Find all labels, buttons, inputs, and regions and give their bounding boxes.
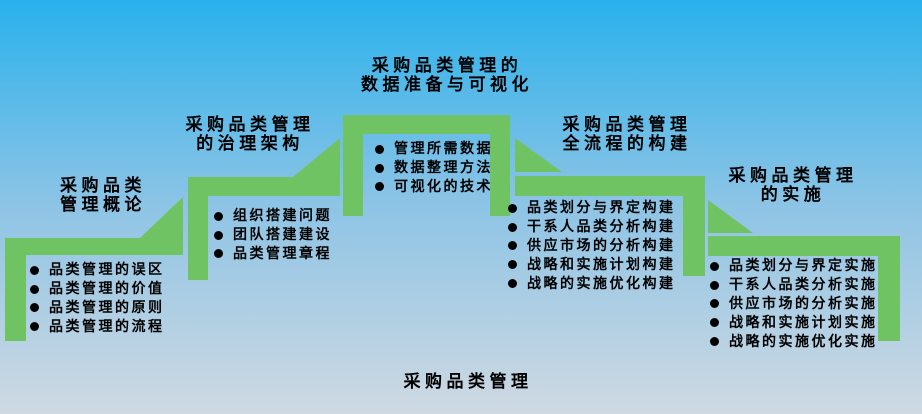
bullet-dot-icon (710, 261, 719, 271)
bullet-label: 供应市场的分析实施 (729, 295, 878, 312)
stage-3-title-line-1: 采购品类管理的 (371, 56, 523, 76)
bullet-dot-icon (508, 260, 517, 270)
bullet-label: 干系人品类分析构建 (527, 219, 676, 236)
stage-3-title-line-2: 数据准备与可视化 (361, 75, 533, 95)
list-item: 干系人品类分析实施 (710, 276, 878, 295)
bullet-label: 可视化的技术 (394, 178, 493, 195)
stage-2-title: 采购品类管理 的治理架构 (150, 116, 350, 154)
step-5-bar (708, 236, 900, 256)
list-item: 战略和实施计划构建 (508, 255, 676, 274)
bullet-label: 品类管理的原则 (49, 299, 165, 316)
stage-3-bullet-list: 管理所需数据 数据整理方法 可视化的技术 (375, 140, 493, 196)
bullet-label: 供应市场的分析构建 (527, 237, 676, 254)
list-item: 战略和实施计划实施 (710, 313, 878, 332)
stage-2-bullet-list: 组织搭建问题 团队搭建建设 品类管理章程 (214, 207, 332, 263)
bullet-dot-icon (30, 322, 39, 332)
stage-5-title: 采购品类管理 的实施 (693, 167, 893, 205)
list-item: 战略的实施优化实施 (710, 332, 878, 351)
bullet-dot-icon (30, 284, 39, 294)
bullet-label: 干系人品类分析实施 (729, 277, 878, 294)
list-item: 战略的实施优化构建 (508, 274, 676, 293)
stage-4-title-line-2: 全流程的构建 (562, 134, 692, 154)
stage-1-title: 采购品类 管理概论 (3, 177, 203, 215)
bullet-dot-icon (214, 211, 223, 221)
stage-4-bullet-list: 品类划分与界定构建 干系人品类分析构建 供应市场的分析构建 战略和实施计划构建 … (508, 199, 676, 293)
bullet-label: 战略和实施计划构建 (527, 256, 676, 273)
list-item: 品类管理的误区 (30, 261, 165, 280)
list-item: 供应市场的分析构建 (508, 237, 676, 256)
step-3-bar (343, 115, 510, 134)
stage-2-title-line-2: 的治理架构 (196, 134, 304, 154)
list-item: 团队搭建建设 (214, 226, 332, 245)
list-item: 品类划分与界定构建 (508, 199, 676, 218)
stage-1-title-line-2: 管理概论 (60, 195, 146, 215)
bullet-dot-icon (508, 222, 517, 232)
list-item: 品类管理的原则 (30, 299, 165, 318)
bullet-dot-icon (375, 144, 384, 154)
bullet-dot-icon (30, 303, 39, 313)
step-1-leg (5, 255, 26, 341)
list-item: 组织搭建问题 (214, 207, 332, 226)
bullet-label: 品类管理章程 (233, 245, 332, 262)
stage-4-title: 采购品类管理 全流程的构建 (527, 116, 727, 154)
stage-5-title-line-1: 采购品类管理 (728, 166, 858, 186)
bullet-dot-icon (214, 230, 223, 240)
bullet-label: 组织搭建问题 (233, 208, 332, 225)
bullet-label: 战略和实施计划实施 (729, 314, 878, 331)
stage-1-title-line-1: 采购品类 (60, 176, 146, 196)
bullet-label: 战略的实施优化构建 (527, 275, 676, 292)
stage-3-title: 采购品类管理的 数据准备与可视化 (347, 57, 547, 95)
stage-4-title-line-1: 采购品类管理 (562, 115, 692, 135)
list-item: 品类管理的价值 (30, 280, 165, 299)
list-item: 数据整理方法 (375, 159, 493, 178)
list-item: 供应市场的分析实施 (710, 295, 878, 314)
bullet-label: 品类管理的误区 (49, 262, 165, 279)
bullet-dot-icon (214, 249, 223, 259)
bullet-dot-icon (710, 337, 719, 347)
bullet-dot-icon (508, 241, 517, 251)
stage-5-title-line-2: 的实施 (760, 185, 826, 205)
step-3-left-leg (343, 134, 363, 216)
step-4-bar (515, 176, 705, 196)
bullet-dot-icon (375, 163, 384, 173)
bullet-label: 团队搭建建设 (233, 227, 332, 244)
stage-2-title-line-1: 采购品类管理 (185, 115, 315, 135)
bullet-dot-icon (508, 279, 517, 289)
bullet-label: 品类管理的流程 (49, 318, 165, 335)
list-item: 品类管理章程 (214, 245, 332, 264)
bullet-label: 品类管理的价值 (49, 281, 165, 298)
bullet-label: 数据整理方法 (394, 160, 493, 177)
step-5-leg (878, 256, 900, 341)
bullet-label: 品类划分与界定实施 (729, 258, 878, 275)
step-1-bar (5, 238, 183, 255)
bullet-dot-icon (710, 318, 719, 328)
list-item: 干系人品类分析构建 (508, 218, 676, 237)
bullet-dot-icon (710, 299, 719, 309)
bullet-label: 品类划分与界定构建 (527, 200, 676, 217)
step-2-leg (188, 196, 208, 280)
step-2-bar (188, 177, 340, 196)
list-item: 管理所需数据 (375, 140, 493, 159)
list-item: 品类管理的流程 (30, 317, 165, 336)
bullet-dot-icon (375, 182, 384, 192)
diagram-title: 采购品类管理 (403, 372, 533, 392)
bullet-dot-icon (508, 203, 517, 213)
stage-5-bullet-list: 品类划分与界定实施 干系人品类分析实施 供应市场的分析实施 战略和实施计划实施 … (710, 257, 878, 351)
stage-1-bullet-list: 品类管理的误区 品类管理的价值 品类管理的原则 品类管理的流程 (30, 261, 165, 336)
step-4-leg (683, 196, 705, 276)
bullet-dot-icon (710, 280, 719, 290)
bullet-label: 战略的实施优化实施 (729, 333, 878, 350)
list-item: 可视化的技术 (375, 178, 493, 197)
bullet-dot-icon (30, 265, 39, 275)
list-item: 品类划分与界定实施 (710, 257, 878, 276)
bullet-label: 管理所需数据 (394, 141, 493, 158)
step-3-right-leg (490, 134, 510, 216)
